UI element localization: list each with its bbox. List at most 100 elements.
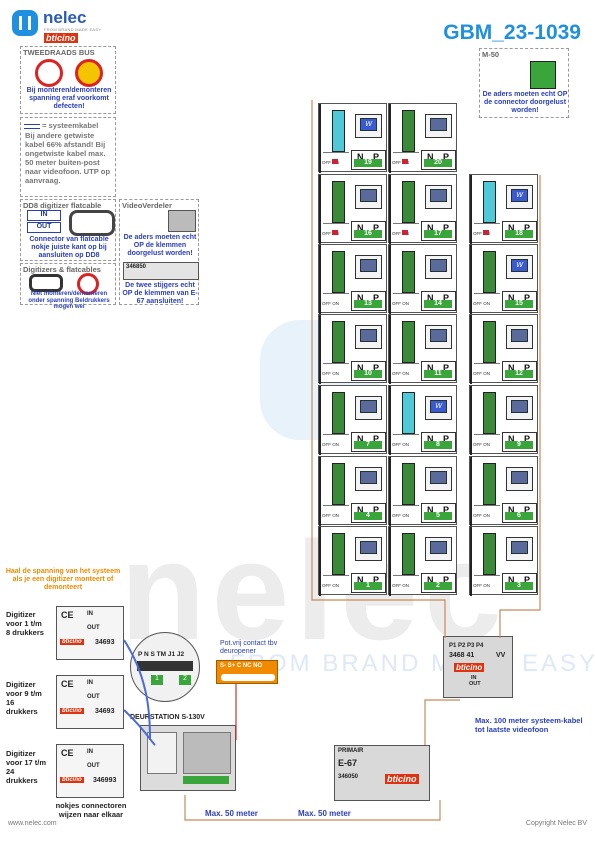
monitor-screen [360, 400, 377, 413]
terminal-slot-2: 2 [179, 675, 191, 685]
doc-id: GBM_23-1039 [443, 21, 581, 44]
terminal-block [137, 661, 193, 671]
offon-switch-label: OFF ON [392, 442, 409, 447]
monitor-screen [511, 541, 528, 554]
tweedraads-note: Bij monteren/demonteren spanning eraf vo… [26, 87, 112, 110]
sub-brand: bticino [44, 33, 78, 43]
deurstation-connectors [183, 776, 229, 784]
apt-wire [393, 505, 419, 506]
wall-bar [389, 457, 391, 526]
digitizer2-ce: CE [61, 679, 74, 689]
bus-module [483, 181, 496, 223]
apartment-number: 6 [505, 512, 533, 520]
apartment-number: 9 [505, 441, 533, 449]
wall-bar [470, 315, 472, 384]
videophone-monitor [425, 255, 452, 279]
np-n: N [357, 434, 364, 444]
nokjes-note: nokjes connectoren wijzen naar elkaar [55, 801, 127, 819]
e67-model: 346050 [338, 774, 359, 780]
monitor-screen [360, 471, 377, 484]
spanning-warning: Haal de spanning van het systeem als je … [5, 568, 121, 591]
wall-bar [319, 527, 321, 596]
apartment-number: 7 [354, 441, 382, 449]
video-distributor: P1 P2 P3 P4 3468 41 VV bticino IN OUT [443, 636, 513, 698]
np-n: N [357, 293, 364, 303]
bus-module [402, 463, 415, 505]
website: www.nelec.com [8, 820, 57, 827]
brand-name: nelec [43, 8, 87, 27]
apt-wire [474, 293, 500, 294]
contact-block: S- S+ C NC NO [216, 660, 278, 684]
np-p: P [524, 363, 531, 373]
videophone-monitor [506, 537, 533, 561]
bus-module [332, 110, 345, 152]
copyright: Copyright Nelec BV [525, 820, 587, 827]
offon-switch-label: OFF ON [322, 583, 339, 588]
np-n: N [357, 575, 364, 585]
bus-module [402, 181, 415, 223]
videoverdeler-note1: De aders moeten echt OP de klemmen doorg… [123, 234, 197, 257]
wall-bar [319, 175, 321, 244]
distributor-ports: P1 P2 P3 P4 [449, 643, 484, 649]
brand-tag: FROM BRAND MADE EASY [44, 27, 102, 32]
monitor-screen: W [430, 400, 447, 413]
np-p: P [443, 223, 450, 233]
deurstation-panel [147, 732, 177, 774]
e67-brand: bticino [385, 774, 419, 784]
deurstation-unit [140, 725, 236, 791]
apt-wire [393, 434, 419, 435]
digitizer2-model: 34693 [95, 708, 115, 715]
np-p: P [373, 223, 380, 233]
riser-left [311, 100, 446, 638]
flat-cable-1 [123, 639, 151, 741]
videophone-monitor [355, 396, 382, 420]
wall-bar [389, 527, 391, 596]
np-n: N [357, 152, 364, 162]
offon-switch-label: OFF ON [322, 301, 339, 306]
offon-switch-label: OFF ON [322, 513, 339, 518]
videoverdeler-note2: De twee stijgers echt OP de klemmen van … [122, 282, 198, 305]
digitizer1-model: 34693 [95, 639, 115, 646]
np-n: N [357, 363, 364, 373]
offon-switch-label: OFF ON [473, 371, 490, 376]
digitizer3-model: 346993 [93, 777, 117, 784]
monitor-screen [430, 189, 447, 202]
wall-bar [470, 245, 472, 314]
apt-wire [323, 293, 349, 294]
np-n: N [508, 223, 515, 233]
distributor-model: 3468 41 [449, 652, 475, 659]
offon-switch [402, 230, 408, 235]
digitizers-box: Digitizers & flatcables Niet monteren/de… [20, 263, 116, 310]
m50-box: M-50 De aders moeten echt OP de connecto… [479, 48, 569, 118]
digitizer-3: CE IN OUT 346993 bticino [56, 744, 124, 798]
np-n: N [357, 505, 364, 515]
bus-module [332, 321, 345, 363]
apartment-number: 15 [505, 300, 533, 308]
videophone-monitor: W [355, 114, 382, 138]
apt-wire [323, 505, 349, 506]
dd8-note: Connector van flatcable nokje juiste kan… [29, 236, 109, 259]
digitizer2-label: Digitizer voor 9 t/m 16 drukkers [6, 680, 42, 716]
monitor-screen [511, 400, 528, 413]
videophone-monitor: W [506, 255, 533, 279]
digitizer-2: CE IN OUT 34693 bticino [56, 675, 124, 729]
np-n: N [427, 363, 434, 373]
bus-module [332, 181, 345, 223]
dd8-title: DD8 digitizer flatcable [23, 201, 102, 210]
videophone-monitor: W [506, 185, 533, 209]
np-p: P [443, 575, 450, 585]
videoverdeler-title: VideoVerdeler [122, 201, 172, 210]
logo-icon-bars [19, 16, 31, 30]
max-50-left: Max. 50 meter [205, 809, 258, 818]
digitizer3-label: Digitizer voor 17 t/m 24 drukkers [6, 749, 47, 785]
